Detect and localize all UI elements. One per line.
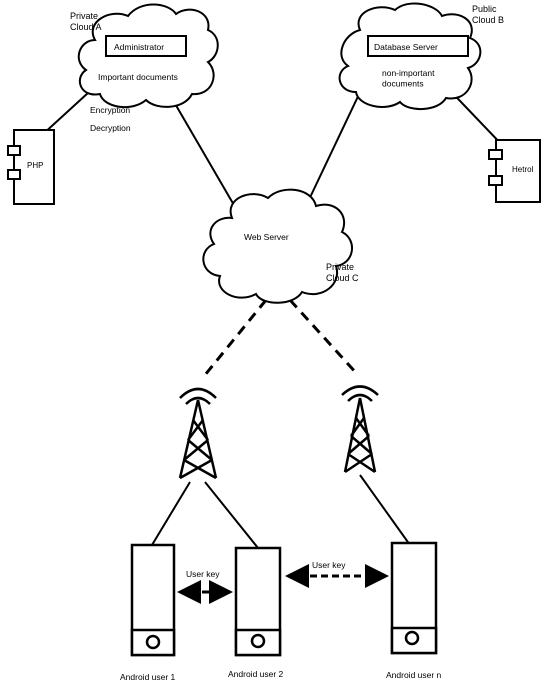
important-documents-label: Important documents: [98, 72, 178, 82]
database-server-label: Database Server: [374, 42, 438, 52]
link-tower2-usern: [359, 474, 411, 546]
user-key-label-2: User key: [312, 560, 346, 570]
link-cloud-b-webserver: [304, 87, 363, 209]
android-device-n: [390, 541, 438, 655]
public-cloud-b: [338, 2, 482, 110]
administrator-box: [105, 35, 187, 57]
signal-tower-1-icon: [178, 387, 218, 480]
private-cloud-a: [77, 3, 219, 109]
hetrol-label: Hetrol: [512, 165, 534, 174]
user-key-label-1: User key: [186, 569, 220, 579]
android-device-1: [130, 543, 176, 657]
wireless-link-tower-2: [288, 298, 360, 377]
device-label-n: Android user n: [386, 670, 442, 680]
link-tower1-user1: [151, 481, 191, 546]
link-tower1-user2: [204, 481, 259, 549]
android-device-2: [234, 546, 282, 657]
device-label-2: Android user 2: [228, 669, 284, 679]
encryption-label: Encryption: [90, 105, 130, 115]
hetrol-component: [488, 139, 541, 203]
administrator-label: Administrator: [114, 42, 164, 52]
wireless-link-tower-1: [203, 299, 268, 376]
php-component: [7, 129, 55, 205]
device-label-1: Android user 1: [120, 672, 176, 682]
link-cloud-a-webserver: [169, 94, 239, 213]
private-cloud-c: [202, 188, 353, 304]
decryption-label: Decryption: [90, 123, 131, 133]
signal-tower-2-icon: [341, 385, 379, 474]
php-label: PHP: [27, 161, 43, 170]
database-server-box: [367, 35, 469, 57]
web-server-label: Web Server: [244, 232, 289, 242]
